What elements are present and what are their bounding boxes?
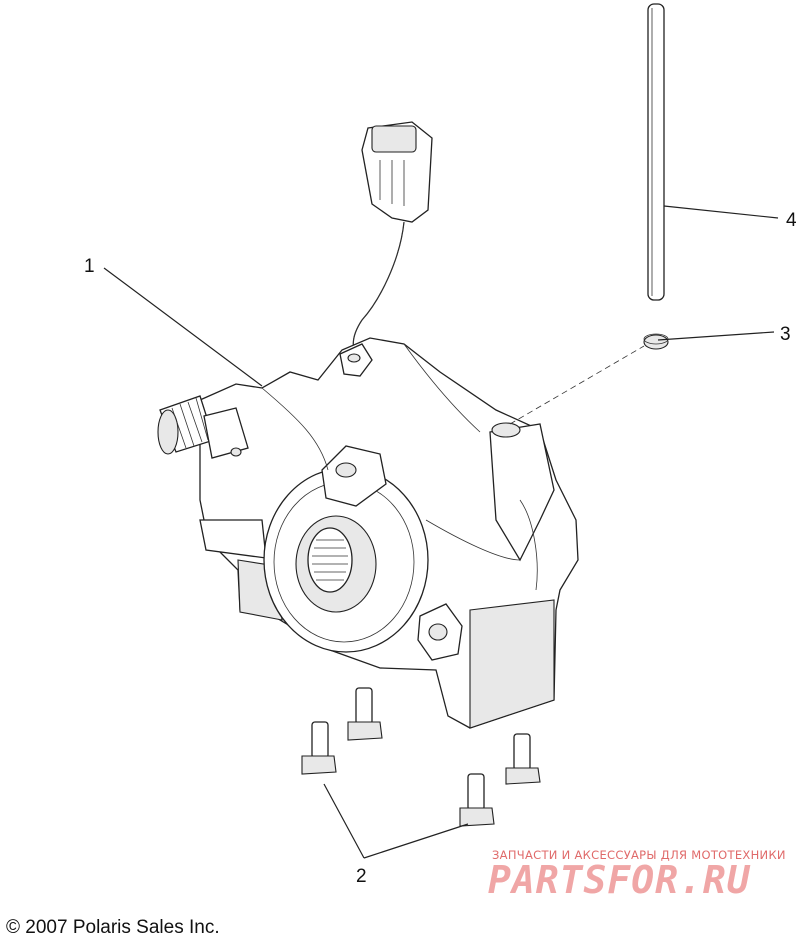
bolt-c [505, 733, 541, 785]
gearcase-part-1 [199, 337, 579, 729]
callout-3: 3 [780, 324, 791, 345]
callout-1: 1 [84, 256, 95, 277]
callout-4: 4 [786, 210, 797, 231]
callout-2: 2 [356, 866, 367, 887]
wire-connector [352, 121, 433, 351]
watermark-logo: PARTSFOR.RU [488, 858, 751, 902]
leader-lines [103, 205, 779, 859]
plug-part-3 [643, 333, 669, 350]
watermark-tagline: ЗАПЧАСТИ И АКСЕССУАРЫ ДЛЯ МОТОТЕХНИКИ [492, 848, 786, 862]
rod-part-4 [647, 3, 665, 301]
copyright-text: © 2007 Polaris Sales Inc. [6, 917, 220, 938]
bolts-part-2 [301, 687, 541, 827]
bolt-a [347, 687, 383, 741]
bolt-b [301, 721, 337, 775]
bolt-d [459, 773, 495, 827]
input-shaft [157, 395, 249, 459]
